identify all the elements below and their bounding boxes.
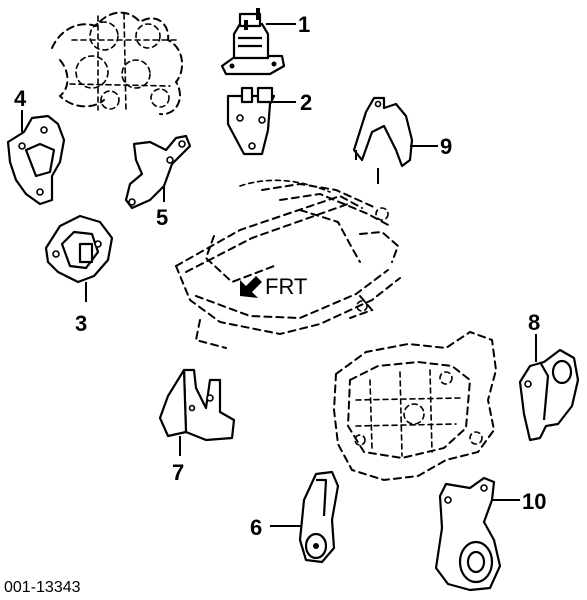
front-label: FRT — [265, 274, 307, 299]
callout-6: 6 — [250, 515, 262, 540]
callout-2: 2 — [300, 90, 312, 115]
callout-7: 7 — [172, 460, 184, 485]
part-4-mount-bracket — [6, 110, 66, 206]
part-8-transmission-mount — [518, 334, 580, 442]
front-arrow-icon — [240, 276, 262, 298]
part-3-rubber-mount — [44, 214, 114, 302]
phantom-engine-front — [51, 11, 184, 116]
phantom-subframe — [175, 179, 401, 349]
front-direction-indicator: FRT — [240, 274, 307, 299]
callout-3: 3 — [75, 311, 87, 336]
callout-9: 9 — [440, 134, 452, 159]
phantom-transmission — [332, 330, 498, 482]
part-10-transmission-mount — [434, 476, 520, 592]
part-5-mount-bracket — [124, 134, 192, 210]
callout-8: 8 — [528, 310, 540, 335]
callout-4: 4 — [14, 86, 27, 111]
figure-id: 001-13343 — [4, 579, 81, 596]
part-9-mount-bracket — [352, 96, 438, 184]
part-7-mount-bracket — [158, 368, 236, 456]
callout-1: 1 — [298, 12, 310, 37]
part-6-rubber-mount — [270, 470, 340, 564]
callout-5: 5 — [156, 205, 168, 230]
part-1-upper-engine-mount — [220, 8, 296, 76]
part-2-mount-bracket — [226, 86, 296, 156]
callout-10: 10 — [522, 489, 546, 514]
